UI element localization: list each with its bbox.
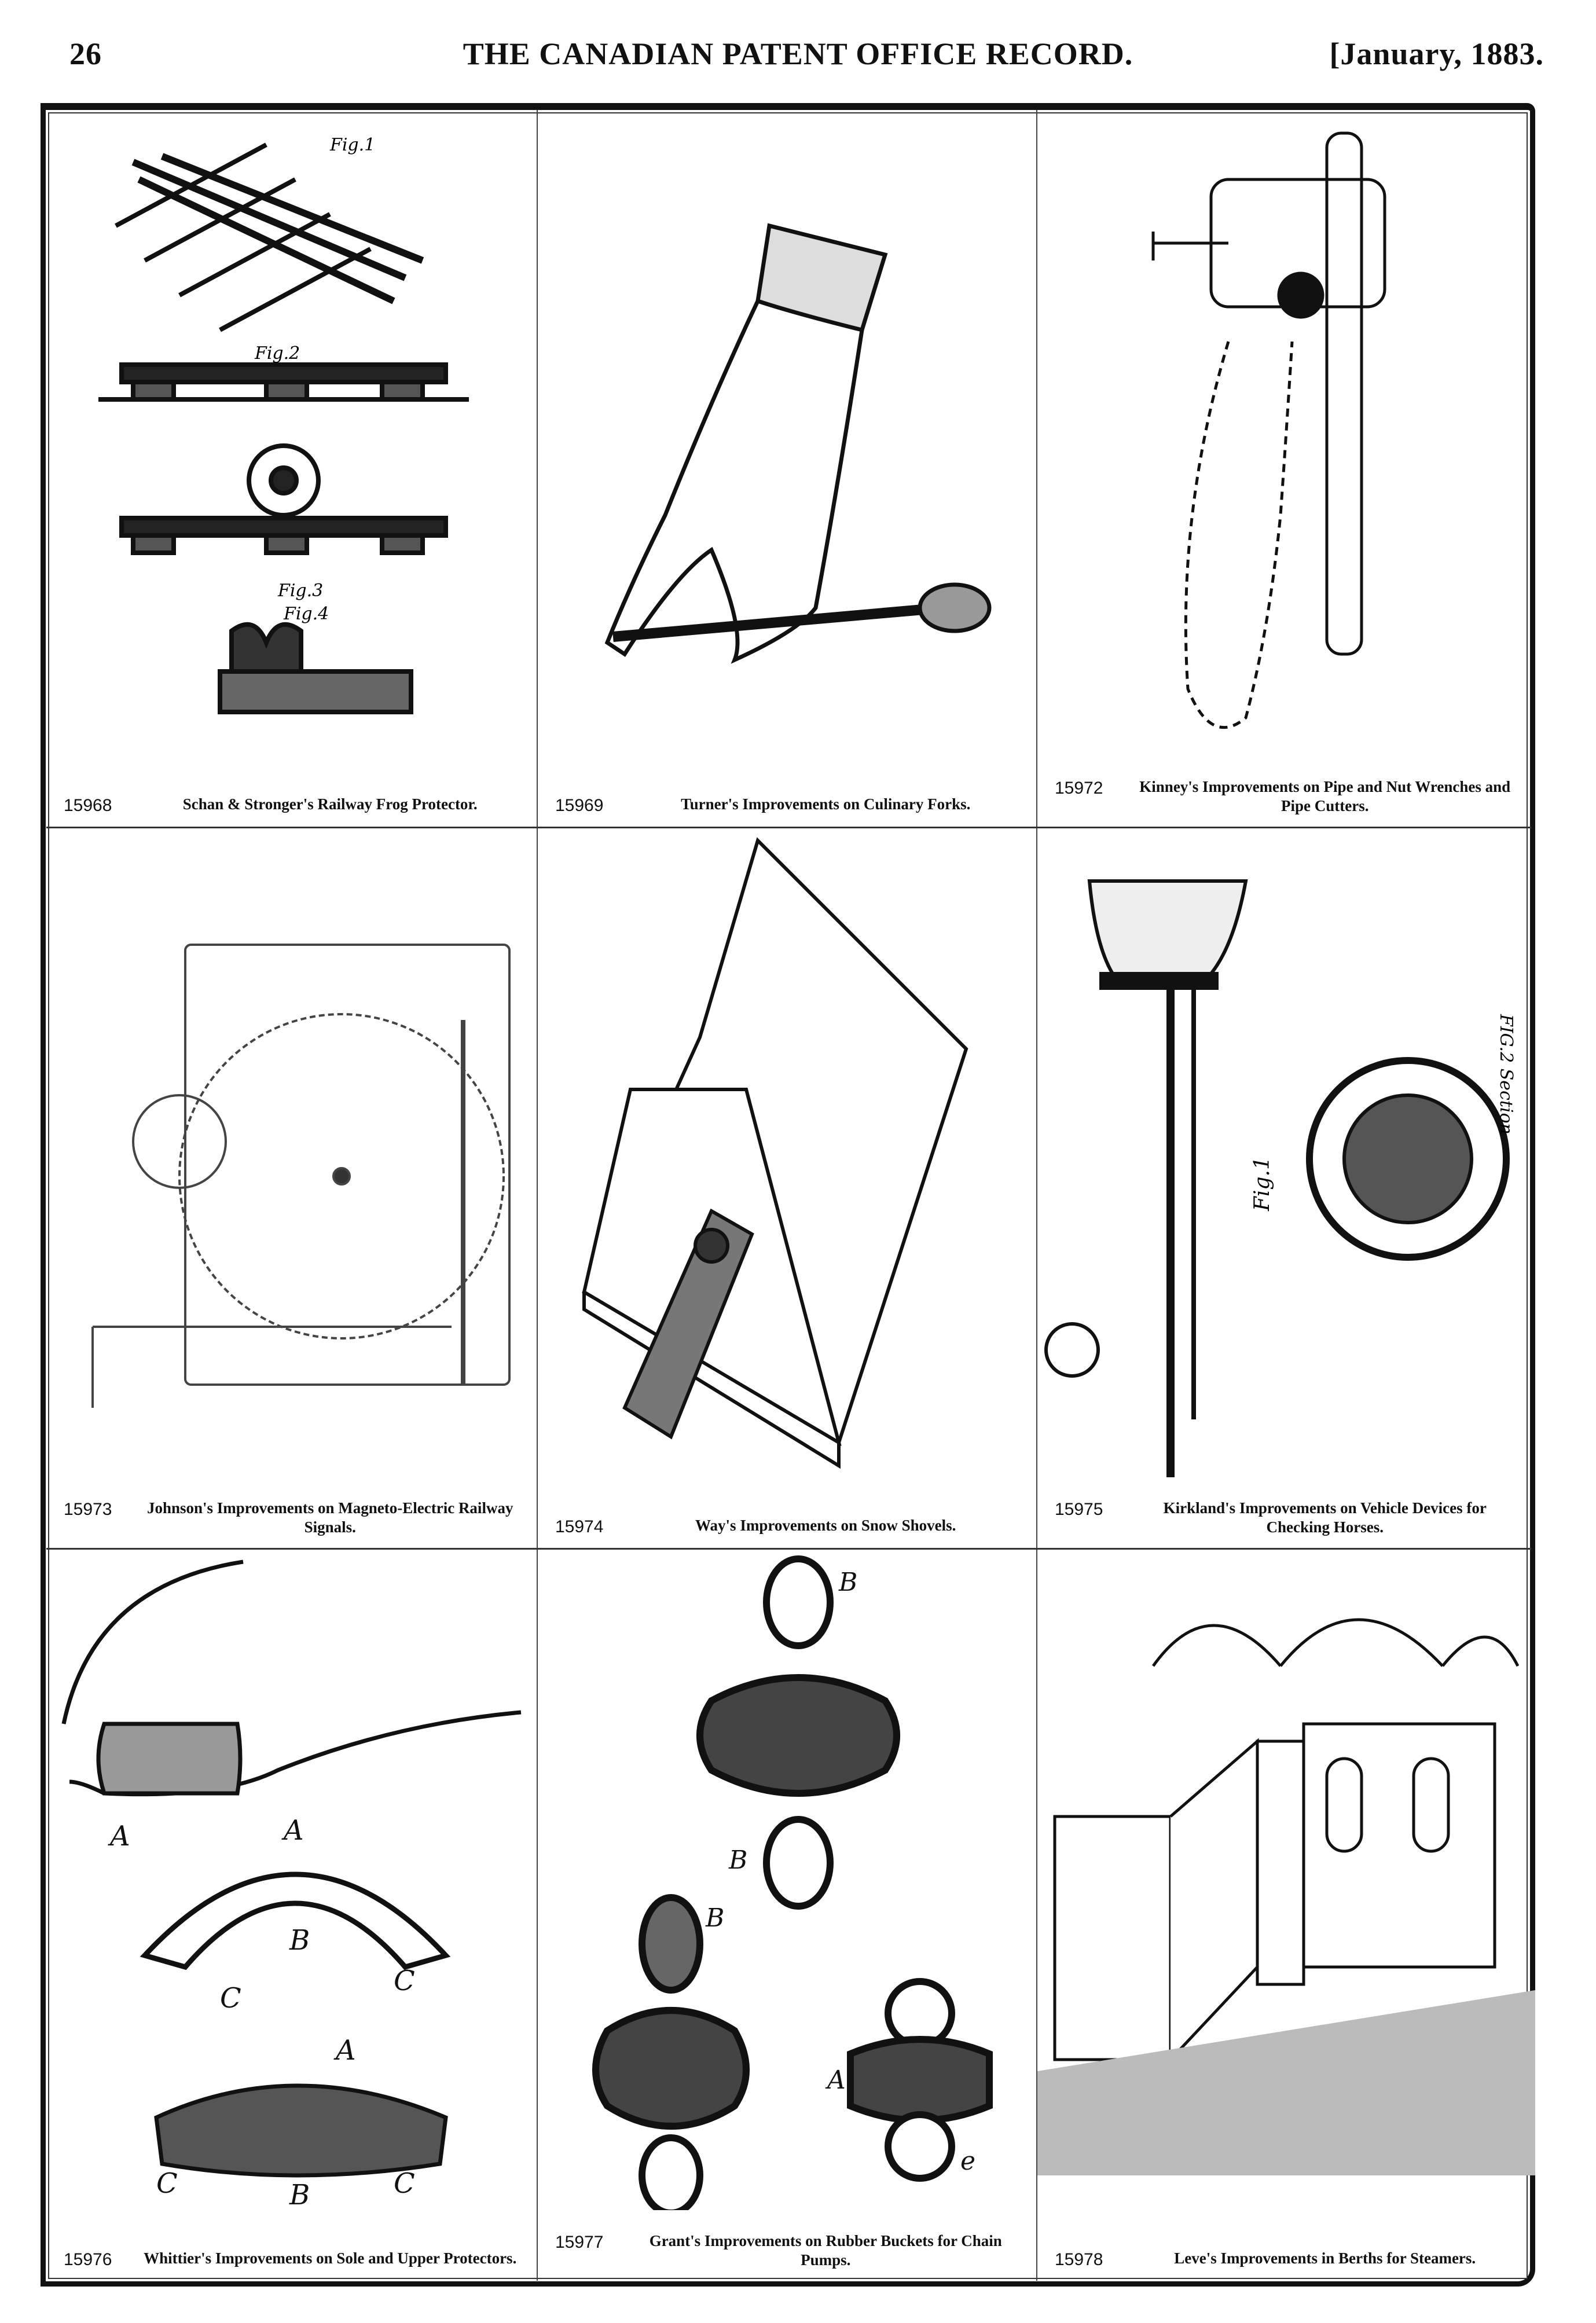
figure-label: Fig.4 <box>283 604 329 624</box>
steamer-berths-illustration <box>1037 1618 1535 2175</box>
row-divider <box>46 1548 1531 1550</box>
row-divider <box>46 827 1531 828</box>
patent-title: Schan & Stronger's Railway Frog Protecto… <box>182 795 478 813</box>
patent-15977: B B B A e 15977 Grant's Improvements on … <box>538 1550 1036 2281</box>
figure-label: Fig.2 <box>254 343 300 364</box>
sole-protector-illustration: A A B C C A C B C <box>61 1559 522 2210</box>
patent-number: 15975 <box>1055 1499 1103 1519</box>
patent-15969: 15969 Turner's Improvements on Culinary … <box>538 110 1036 827</box>
page-number: 26 <box>69 36 102 71</box>
patent-15968: Fig.1 Fig.2 Fig.3 Fig.4 15968 Schan & St… <box>46 110 537 827</box>
patent-caption: 15976 Whittier's Improvements on Sole an… <box>46 2249 537 2271</box>
publication-title: THE CANADIAN PATENT OFFICE RECORD. <box>463 36 1133 71</box>
railway-frog-protector-illustration: Fig.1 Fig.2 Fig.3 Fig.4 <box>98 135 469 714</box>
patent-15978: 15978 Leve's Improvements in Berths for … <box>1037 1550 1535 2281</box>
patent-15974: 15974 Way's Improvements on Snow Shovels… <box>538 829 1036 1548</box>
patent-number: 15978 <box>1055 2249 1103 2269</box>
patent-number: 15972 <box>1055 778 1103 798</box>
figure-label: C <box>220 1982 241 2014</box>
pipe-wrench-illustration <box>1151 131 1386 729</box>
column-divider <box>1036 110 1037 2281</box>
patent-number: 15976 <box>64 2249 112 2269</box>
figure-label: B <box>289 1924 310 1957</box>
figure-label: A <box>108 1820 130 1852</box>
figure-label: B <box>838 1568 857 1597</box>
column-divider <box>537 110 538 2281</box>
figure-label: A <box>333 2034 356 2067</box>
figure-label: Fig.1 <box>1250 1157 1274 1212</box>
patent-number: 15977 <box>555 2232 604 2252</box>
patent-title: Kirkland's Improvements on Vehicle Devic… <box>1163 1499 1487 1536</box>
patent-number: 15974 <box>555 1517 604 1536</box>
patent-caption: 15977 Grant's Improvements on Rubber Buc… <box>538 2232 1036 2271</box>
patent-caption: 15978 Leve's Improvements in Berths for … <box>1037 2249 1535 2271</box>
figure-label: B <box>728 1845 747 1875</box>
patent-title: Kinney's Improvements on Pipe and Nut Wr… <box>1139 777 1511 815</box>
figure-label: Fig.3 <box>277 581 323 601</box>
patent-title: Johnson's Improvements on Magneto-Electr… <box>146 1499 513 1536</box>
patent-caption: 15975 Kirkland's Improvements on Vehicle… <box>1037 1499 1535 1538</box>
issue-date: [January, 1883. <box>1329 36 1544 71</box>
vehicle-checking-device-illustration: Fig.1 FIG.2 Section <box>1044 879 1516 1477</box>
patent-caption: 15969 Turner's Improvements on Culinary … <box>538 795 1036 817</box>
figure-label: C <box>156 2167 178 2200</box>
figure-label: A <box>281 1814 304 1847</box>
figure-label: B <box>289 2179 310 2210</box>
patent-number: 15969 <box>555 795 604 815</box>
figure-label: FIG.2 Section <box>1496 1014 1516 1135</box>
patent-title: Grant's Improvements on Rubber Buckets f… <box>649 2232 1002 2269</box>
figure-label: Fig.1 <box>329 135 375 155</box>
magneto-electric-signal-illustration <box>91 944 511 1408</box>
patent-title: Way's Improvements on Snow Shovels. <box>695 1516 956 1534</box>
patent-caption: 15974 Way's Improvements on Snow Shovels… <box>538 1516 1036 1538</box>
figure-label: C <box>394 2167 415 2200</box>
patent-grid-frame <box>41 103 1535 2287</box>
patent-caption: 15968 Schan & Stronger's Railway Frog Pr… <box>46 795 537 817</box>
patent-title: Whittier's Improvements on Sole and Uppe… <box>144 2249 517 2267</box>
patent-15972: 15972 Kinney's Improvements on Pipe and … <box>1037 110 1535 827</box>
patent-title: Turner's Improvements on Culinary Forks. <box>681 795 971 813</box>
patent-title: Leve's Improvements in Berths for Steame… <box>1174 2249 1476 2267</box>
culinary-fork-illustration <box>604 223 992 664</box>
figure-label: C <box>394 1965 415 1997</box>
rubber-bucket-illustration: B B B A e <box>592 1555 993 2210</box>
patent-15973: 15973 Johnson's Improvements on Magneto-… <box>46 829 537 1548</box>
patent-caption: 15973 Johnson's Improvements on Magneto-… <box>46 1499 537 1538</box>
patent-number: 15968 <box>64 795 112 815</box>
snow-shovel-illustration <box>582 837 968 1469</box>
figure-label: B <box>705 1903 724 1933</box>
patent-number: 15973 <box>64 1499 112 1519</box>
patent-15975: Fig.1 FIG.2 Section 15975 Kirkland's Imp… <box>1037 829 1535 1548</box>
figure-label: A <box>825 2065 846 2095</box>
patent-caption: 15972 Kinney's Improvements on Pipe and … <box>1037 777 1535 817</box>
figure-label: e <box>960 2146 975 2176</box>
patent-15976: A A B C C A C B C 15976 Whittier's Impro… <box>46 1550 537 2281</box>
